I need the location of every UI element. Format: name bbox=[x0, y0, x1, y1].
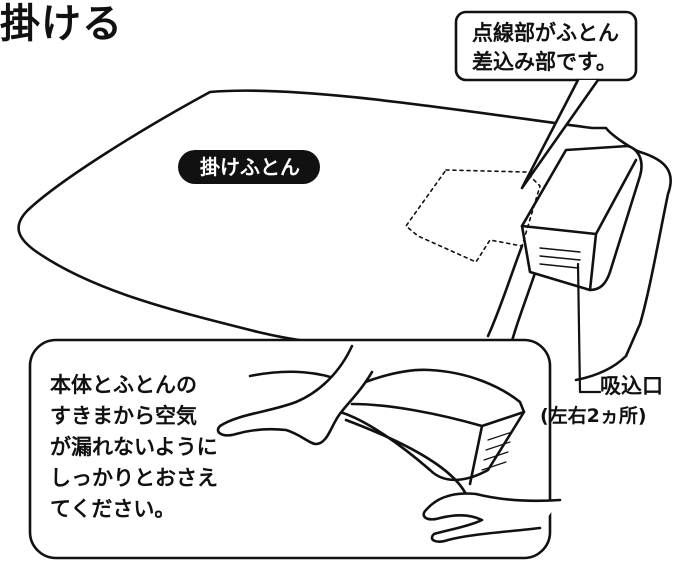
right-hand bbox=[422, 492, 562, 543]
quilt-label-pill bbox=[178, 150, 320, 184]
left-hand bbox=[216, 344, 374, 446]
inset-unit-front bbox=[350, 402, 526, 486]
callout-pointer bbox=[520, 78, 600, 190]
unit-body bbox=[520, 144, 643, 292]
inset-unit-vent bbox=[481, 431, 513, 471]
unit-intake-vent bbox=[539, 247, 581, 269]
callout-text: 点線部がふとん 差込み部です。 bbox=[472, 21, 619, 74]
intake-note: (左右2ヵ所) bbox=[540, 405, 647, 427]
quilt-outline bbox=[17, 89, 672, 382]
callout-box bbox=[454, 10, 638, 82]
intake-leader bbox=[576, 262, 602, 394]
instruction-text: 本体とふとんの すきまから空気 が漏れないように しっかりとおさえ てください。 bbox=[50, 373, 218, 521]
quilt-label: 掛けふとん bbox=[200, 155, 300, 179]
intake-label: 吸込口 bbox=[600, 374, 663, 398]
unit-top-edge bbox=[520, 158, 638, 292]
dashed-insert-area bbox=[405, 169, 541, 263]
page-heading: 掛ける bbox=[0, 1, 123, 47]
